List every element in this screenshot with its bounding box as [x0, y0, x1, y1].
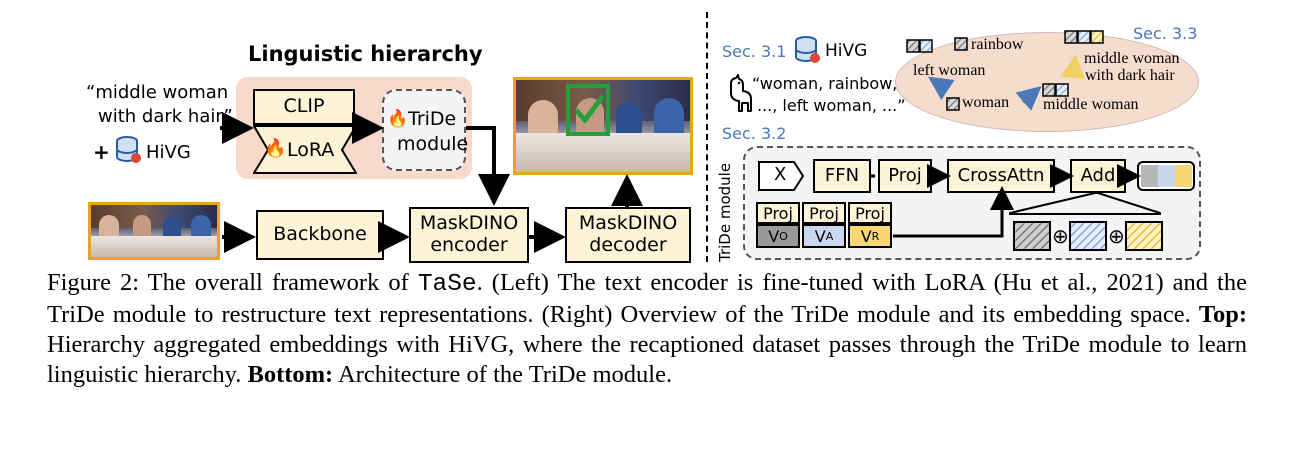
caption-bottom: Bottom: — [247, 361, 334, 388]
proj-a-box: Proj — [802, 202, 846, 224]
proj-o-box: Proj — [756, 202, 800, 224]
input-photo — [88, 202, 220, 260]
v-o-label: V — [768, 226, 780, 246]
v-a-label: V — [814, 226, 826, 246]
maskdino-encoder-box: MaskDINO encoder — [409, 207, 529, 263]
caption-s2: Hierarchy aggregated embeddings with HiV… — [47, 331, 1247, 388]
decoder-line1: MaskDINO — [578, 212, 678, 235]
ffn-label: FFN — [824, 164, 860, 186]
hivg-label: HiVG — [146, 142, 191, 163]
embedding-icons — [906, 30, 1104, 111]
llama-icon — [730, 74, 752, 112]
encoder-line1: MaskDINO — [419, 212, 519, 235]
embed-middle-woman: middle woman — [1043, 96, 1139, 113]
left-arrows — [220, 112, 643, 253]
backbone-label: Backbone — [273, 223, 367, 246]
caption-tase: TaSe — [417, 271, 477, 298]
database-icon — [116, 136, 141, 163]
ffn-box: FFN — [813, 159, 871, 193]
oplus-1: ⊕ — [1052, 224, 1069, 248]
result-photo — [513, 77, 693, 175]
caption-top: Top: — [1198, 301, 1247, 328]
maskdino-decoder-box: MaskDINO decoder — [565, 207, 691, 263]
embed-mwdh-line1: middle woman — [1084, 50, 1180, 67]
recaption-line1: “woman, rainbow, — [752, 74, 898, 93]
v-r-label: V — [860, 226, 872, 246]
proj-a-label: Proj — [809, 203, 839, 223]
plus-sign: + — [93, 140, 110, 164]
proj-r-box: Proj — [848, 202, 892, 224]
encoder-line2: encoder — [430, 234, 508, 256]
sec31-label: Sec. 3.1 — [722, 42, 787, 61]
clip-label: CLIP — [283, 95, 325, 118]
hivg-label-right: HiVG — [825, 41, 868, 61]
clip-box: CLIP — [253, 89, 355, 125]
divider — [706, 12, 708, 262]
x-label: X — [774, 164, 787, 185]
linguistic-hierarchy-title: Linguistic hierarchy — [248, 42, 483, 66]
embed-left-woman: left woman — [913, 62, 986, 79]
sec33-label: Sec. 3.3 — [1133, 24, 1198, 43]
output-token — [1137, 161, 1195, 191]
figure-caption: Figure 2: The overall framework of TaSe.… — [47, 268, 1247, 390]
recaption-line2: ..., left woman, ...” — [757, 96, 906, 115]
caption-fig: Figure 2: — [47, 269, 140, 296]
proj-label: Proj — [888, 164, 922, 186]
v-a-sub: A — [825, 229, 834, 243]
fire-icon: 🔥 — [264, 138, 287, 159]
proj-box: Proj — [878, 159, 932, 193]
sec32-label: Sec. 3.2 — [722, 124, 787, 143]
x-token-shape — [758, 161, 804, 191]
embed-rainbow: rainbow — [971, 36, 1024, 53]
right-arrows — [871, 164, 1163, 251]
embed-woman: woman — [962, 94, 1010, 111]
add-label: Add — [1080, 164, 1116, 186]
database-icon — [795, 36, 820, 63]
proj-o-label: Proj — [763, 203, 793, 223]
caption-s1a: The overall framework of — [139, 269, 418, 296]
fire-icon: 🔥 — [387, 109, 409, 129]
caption-s3: Architecture of the TriDe module. — [333, 361, 673, 388]
v-o-sub: O — [779, 229, 788, 243]
backbone-box: Backbone — [256, 210, 384, 260]
oplus-2: ⊕ — [1108, 224, 1125, 248]
query-text-line2: with dark hair” — [98, 106, 233, 127]
lora-label: LoRA — [287, 139, 335, 161]
embed-mwdh-line2: with dark hair — [1085, 67, 1175, 84]
query-text-line1: “middle woman — [86, 82, 229, 103]
decoder-line2: decoder — [589, 234, 667, 256]
caption-s1b: . (Left) The text encoder is fine-tuned … — [47, 269, 1247, 328]
v-r-sub: R — [871, 229, 880, 243]
crossattn-label: CrossAttn — [957, 164, 1045, 186]
proj-r-label: Proj — [855, 203, 885, 223]
tride-label-line2: module — [397, 133, 469, 155]
check-icon — [574, 94, 605, 124]
tride-label-line1: TriDe — [408, 108, 457, 130]
tride-module-side-label: TriDe module — [716, 162, 734, 262]
